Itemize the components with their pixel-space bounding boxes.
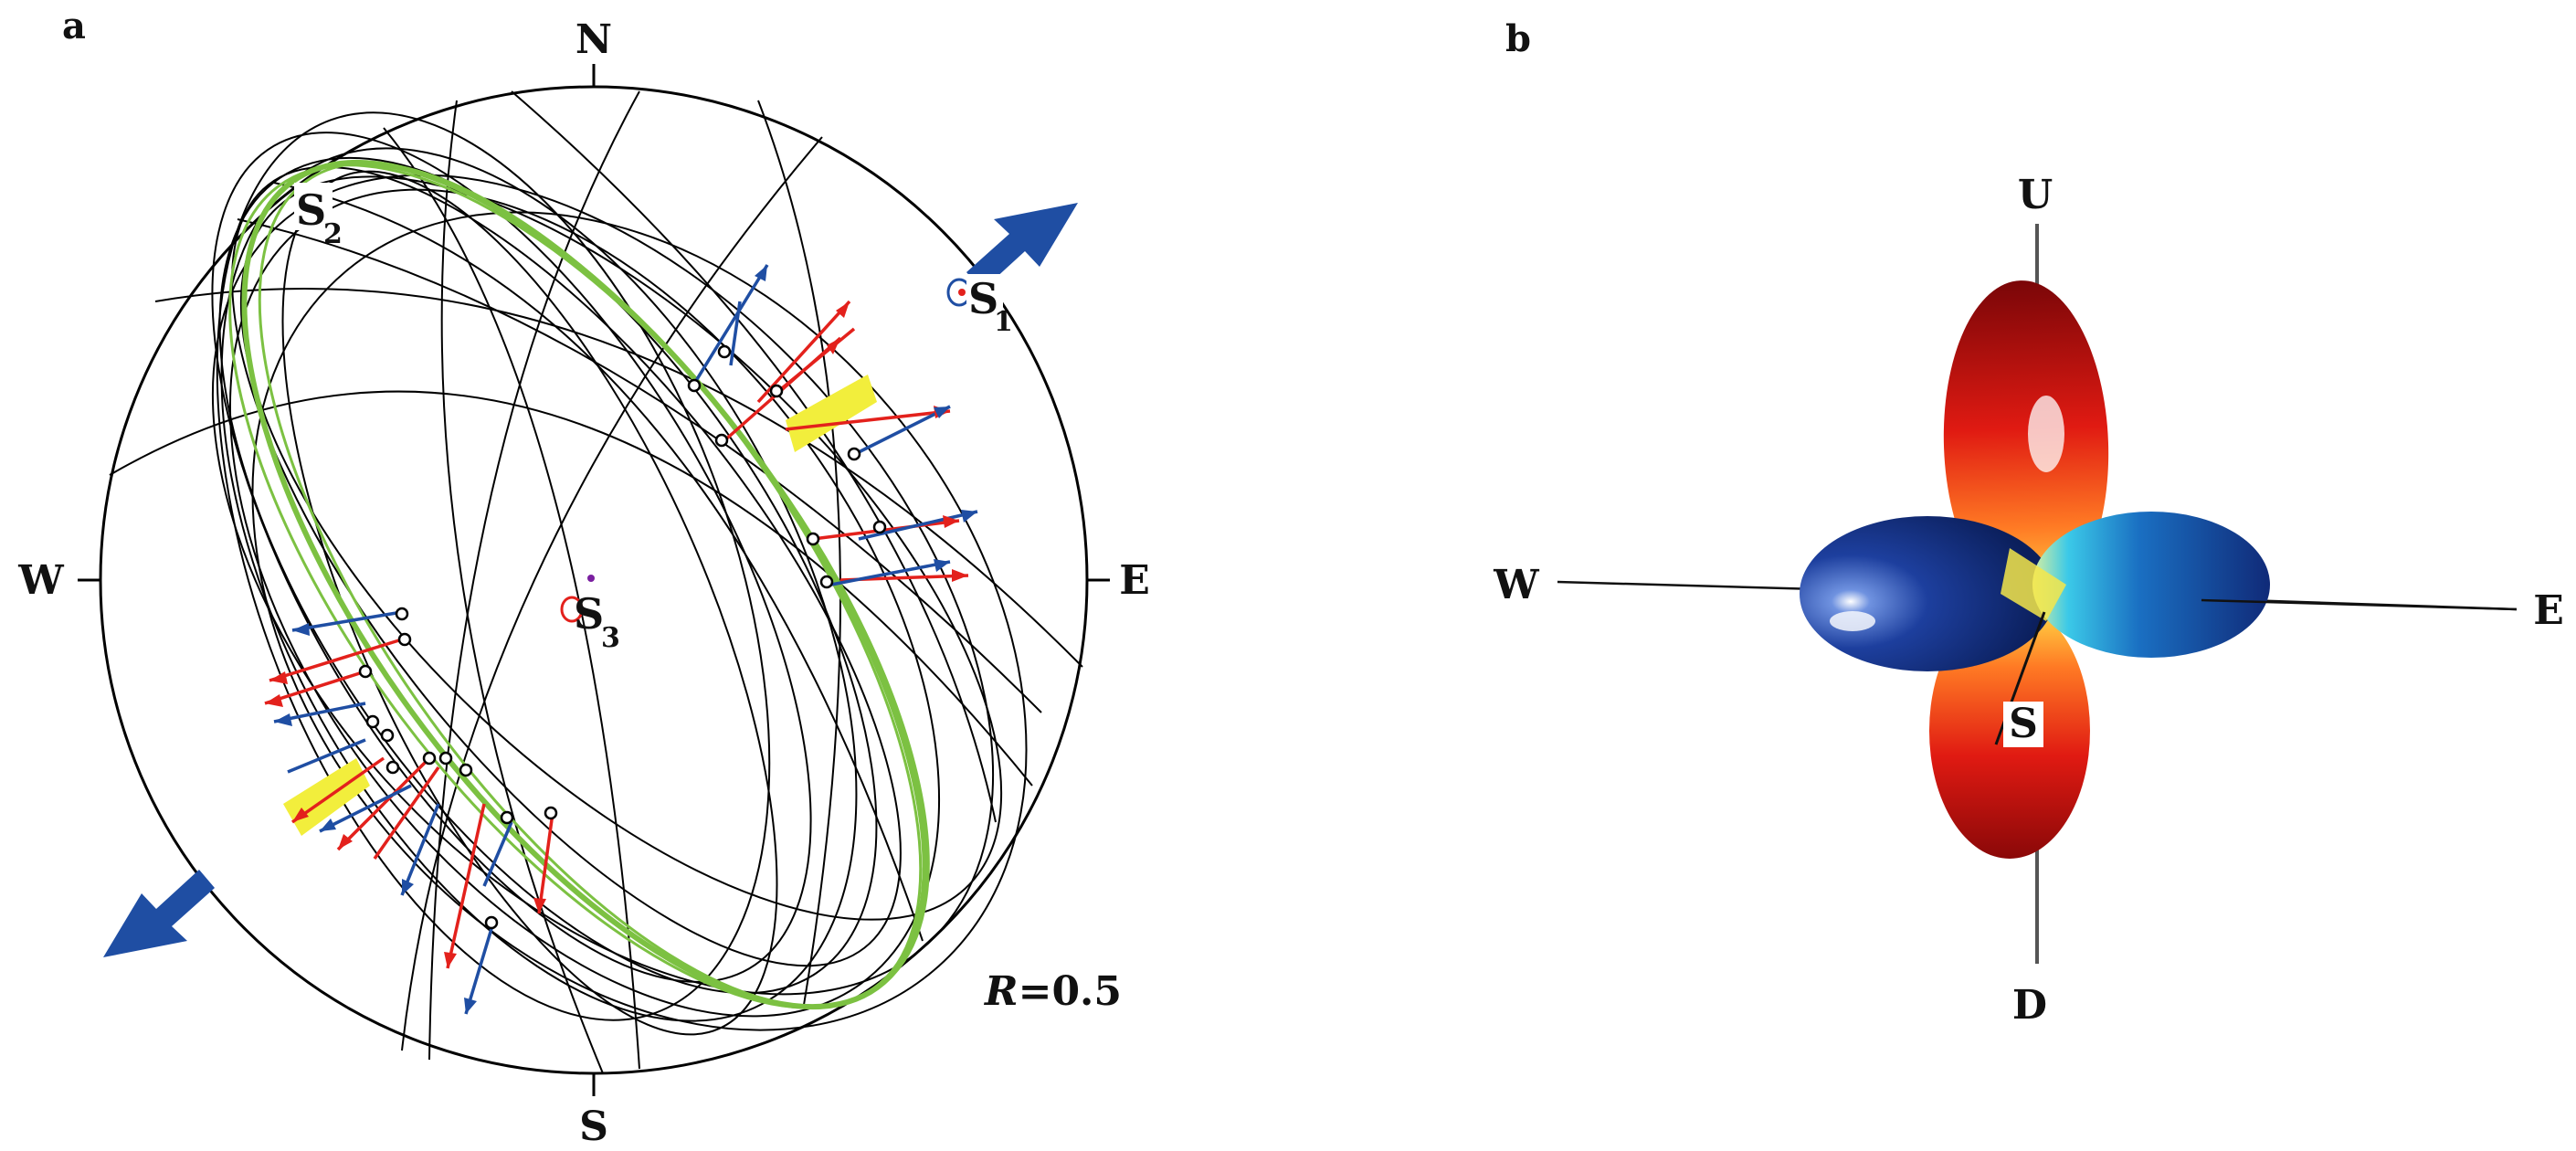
south-label: S	[579, 1103, 608, 1150]
svg-text:S: S	[968, 274, 998, 323]
down-label: D	[2012, 982, 2047, 1029]
stereonet-panel: a N S W E	[17, 5, 1150, 1150]
svg-text:2: 2	[323, 218, 343, 250]
pole-markers	[358, 344, 887, 930]
svg-text:3: 3	[601, 622, 620, 654]
s1-label: S 1	[966, 274, 1013, 338]
west-axis-label: W	[1493, 562, 1539, 608]
stress-ratio: R=0.5	[983, 968, 1122, 1015]
radiation-pattern-panel: b U D W E S	[1493, 17, 2563, 1029]
south-axis-label: S	[2003, 701, 2043, 747]
north-label: N	[575, 16, 612, 63]
s3-label: S 3	[574, 589, 620, 654]
svg-text:S: S	[2009, 701, 2038, 747]
east-blue-lobe	[2032, 512, 2270, 658]
compression-arrow-sw-icon	[103, 870, 215, 957]
east-axis-label: E	[2533, 587, 2564, 634]
svg-text:S: S	[296, 185, 326, 235]
west-label: W	[17, 557, 64, 604]
panel-b-label: b	[1505, 17, 1531, 60]
beachball-lobes	[1800, 280, 2270, 859]
slip-arrows	[264, 264, 978, 1015]
cardinal-ticks	[78, 64, 1110, 1096]
s2-label: S 2	[294, 183, 343, 250]
panel-a-label: a	[62, 5, 86, 48]
slip-arrowheads	[265, 265, 977, 1014]
svg-text:S: S	[574, 589, 604, 639]
svg-text:R=0.5: R=0.5	[983, 968, 1122, 1015]
west-blue-lobe	[1800, 516, 2055, 671]
svg-text:1: 1	[994, 306, 1013, 338]
stress-markers	[560, 278, 972, 623]
compression-arrow-ne-icon	[966, 203, 1078, 290]
green-great-circles	[228, 159, 930, 1010]
compression-arrows	[103, 203, 1078, 957]
up-label: U	[2018, 172, 2053, 218]
east-label: E	[1119, 557, 1150, 604]
